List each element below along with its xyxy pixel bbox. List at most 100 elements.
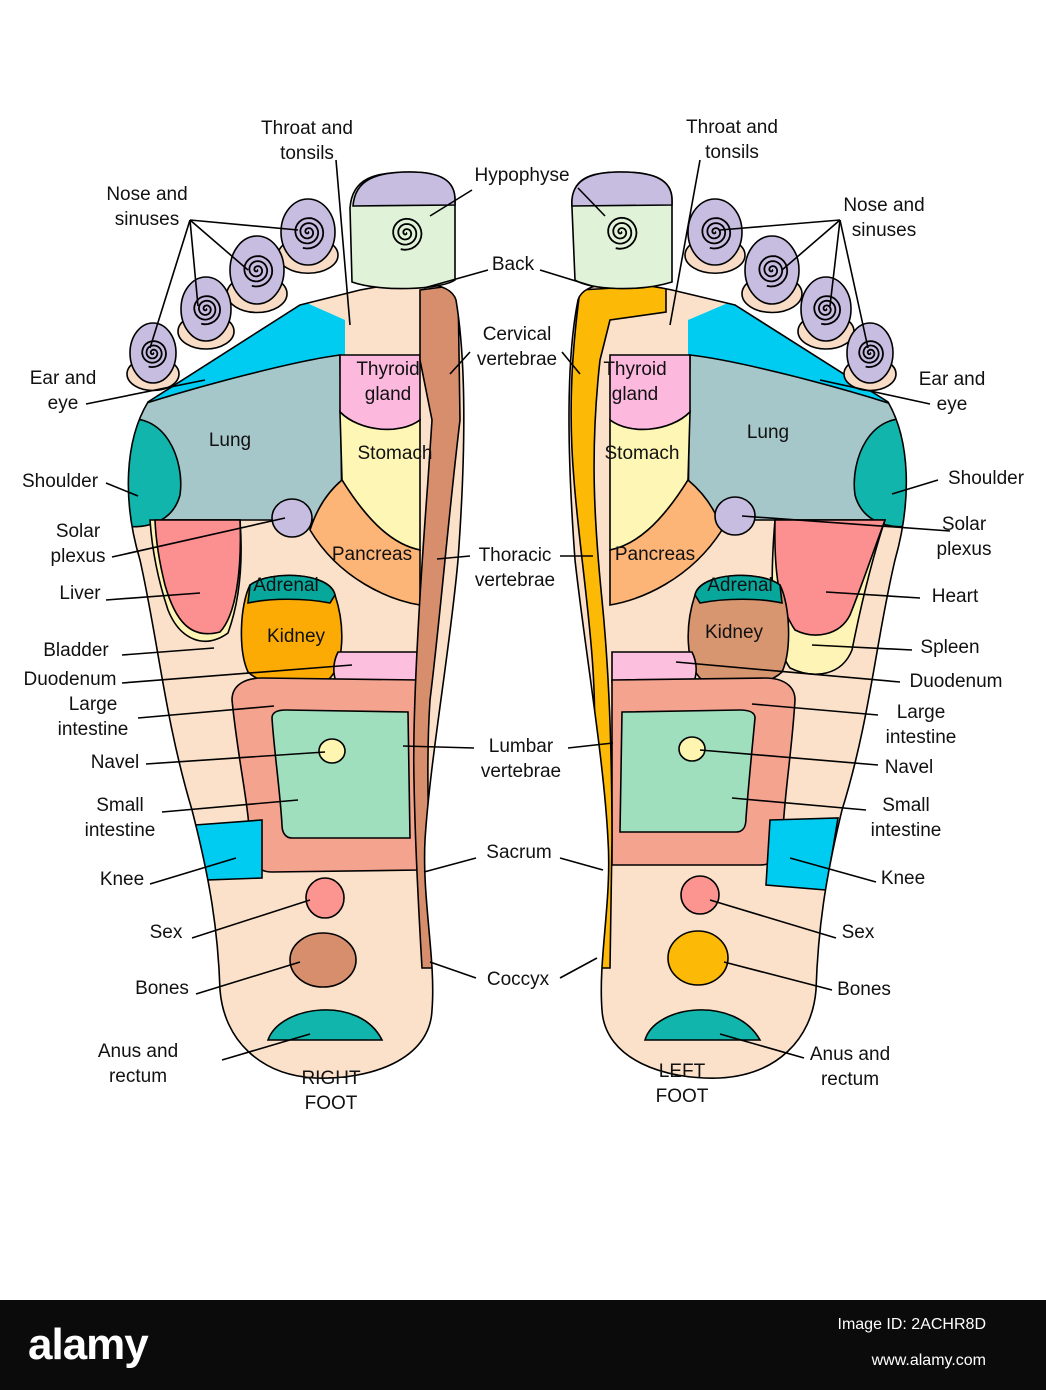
right-toe-spiral-1: [294, 217, 325, 250]
right-anus-leader: [221, 1033, 311, 1061]
left-shoulder-leader: [891, 479, 939, 495]
right-navel-leader: [145, 751, 326, 765]
lumbar-leader-right: [402, 745, 475, 749]
right-big-toe-top: [352, 171, 456, 207]
right-small-intestine-leader: [161, 799, 299, 813]
right-ear-leader: [85, 379, 206, 405]
coccyx-leader-left: [559, 957, 598, 979]
left-spleen-leader: [811, 644, 913, 651]
right-duodenum-zone: [333, 651, 421, 683]
right-bladder-leader: [121, 647, 215, 656]
left-anus-zone: [643, 1009, 762, 1041]
left-shoulder-label: Shoulder: [948, 468, 1025, 489]
right-liver-zone: [154, 519, 242, 635]
left-pancreas-zone: [609, 478, 723, 606]
left-small-intestine-zone: [619, 709, 756, 833]
right-shoulder-zone: [128, 417, 182, 528]
sacrum-leader-right: [423, 857, 477, 873]
left-throat-leader: [669, 159, 701, 326]
right-adrenal-label: Adrenal: [253, 575, 319, 596]
right-toe-spiral-2: [243, 255, 274, 288]
left-heart-zone: [774, 519, 887, 636]
right-kidney-label: Kidney: [267, 626, 326, 647]
thoracic-leader-right: [436, 555, 471, 560]
right-large-intestine-leader: [137, 705, 275, 719]
left-knee-label: Knee: [881, 868, 925, 889]
left-nose-leader-1: [719, 219, 841, 231]
left-anus-leader: [719, 1033, 805, 1059]
left-big-toe-top: [571, 171, 673, 207]
right-duodenum-leader: [121, 664, 353, 684]
left-sex-label: Sex: [842, 922, 875, 943]
right-nose-leader-1: [189, 219, 299, 231]
left-nose-leader-4: [839, 219, 869, 349]
hypophyse-label: Hypophyse: [474, 165, 569, 186]
coccyx-label: Coccyx: [487, 969, 550, 990]
right-solar-leader: [111, 517, 286, 558]
left-pancreas-label: Pancreas: [615, 544, 695, 565]
right-knee-label: Knee: [100, 869, 144, 890]
left-ear-leader: [819, 379, 931, 405]
left-toe-spiral-1: [701, 217, 732, 250]
back-leader-right: [423, 269, 489, 289]
right-foot: [126, 171, 465, 1079]
right-nose-leader-2: [189, 219, 249, 271]
right-shoulder-leader: [105, 482, 139, 497]
left-toe-spiral-2: [758, 255, 789, 288]
right-sex-label: Sex: [150, 922, 183, 943]
right-anus-zone: [266, 1009, 384, 1041]
left-duodenum-label: Duodenum: [910, 671, 1003, 692]
back-label: Back: [492, 254, 535, 275]
left-bones-zone: [667, 930, 729, 986]
right-solar-plexus-zone: [271, 498, 313, 538]
right-adrenal-zone: [247, 574, 336, 605]
right-knee-zone: [194, 819, 263, 881]
right-duodenum-label: Duodenum: [24, 669, 117, 690]
right-nose-leader-4: [149, 219, 191, 349]
coccyx-leader-right: [429, 961, 477, 979]
left-bones-leader: [723, 961, 833, 991]
right-knee-leader: [149, 857, 237, 885]
left-lung-label: Lung: [747, 422, 789, 443]
lumbar-leader-left: [567, 742, 614, 749]
hypophyse-leader-right: [429, 189, 473, 217]
right-pancreas-zone: [309, 478, 421, 606]
left-navel-label: Navel: [885, 757, 934, 778]
left-navel-zone: [678, 736, 706, 762]
left-solar-plexus-zone: [714, 496, 756, 536]
left-stomach-label: Stomach: [605, 443, 680, 464]
left-solar-leader: [741, 515, 951, 532]
left-toe-spiral-3: [813, 295, 842, 326]
left-adrenal-label: Adrenal: [707, 575, 773, 596]
left-toe-spiral-4: [858, 340, 884, 369]
left-hypophyse-spiral: [607, 216, 638, 250]
right-bladder-label: Bladder: [43, 640, 109, 661]
left-nose-leader-2: [781, 219, 841, 271]
right-bones-label: Bones: [135, 978, 189, 999]
right-throat-leader: [335, 159, 351, 326]
left-sole-outline: [568, 282, 908, 1079]
right-sex-leader: [191, 899, 311, 939]
left-duodenum-zone: [611, 651, 697, 683]
left-knee-leader: [789, 857, 877, 883]
left-sole-zones: [570, 284, 907, 1041]
right-navel-zone: [318, 738, 346, 764]
left-duodenum-leader: [675, 661, 901, 683]
